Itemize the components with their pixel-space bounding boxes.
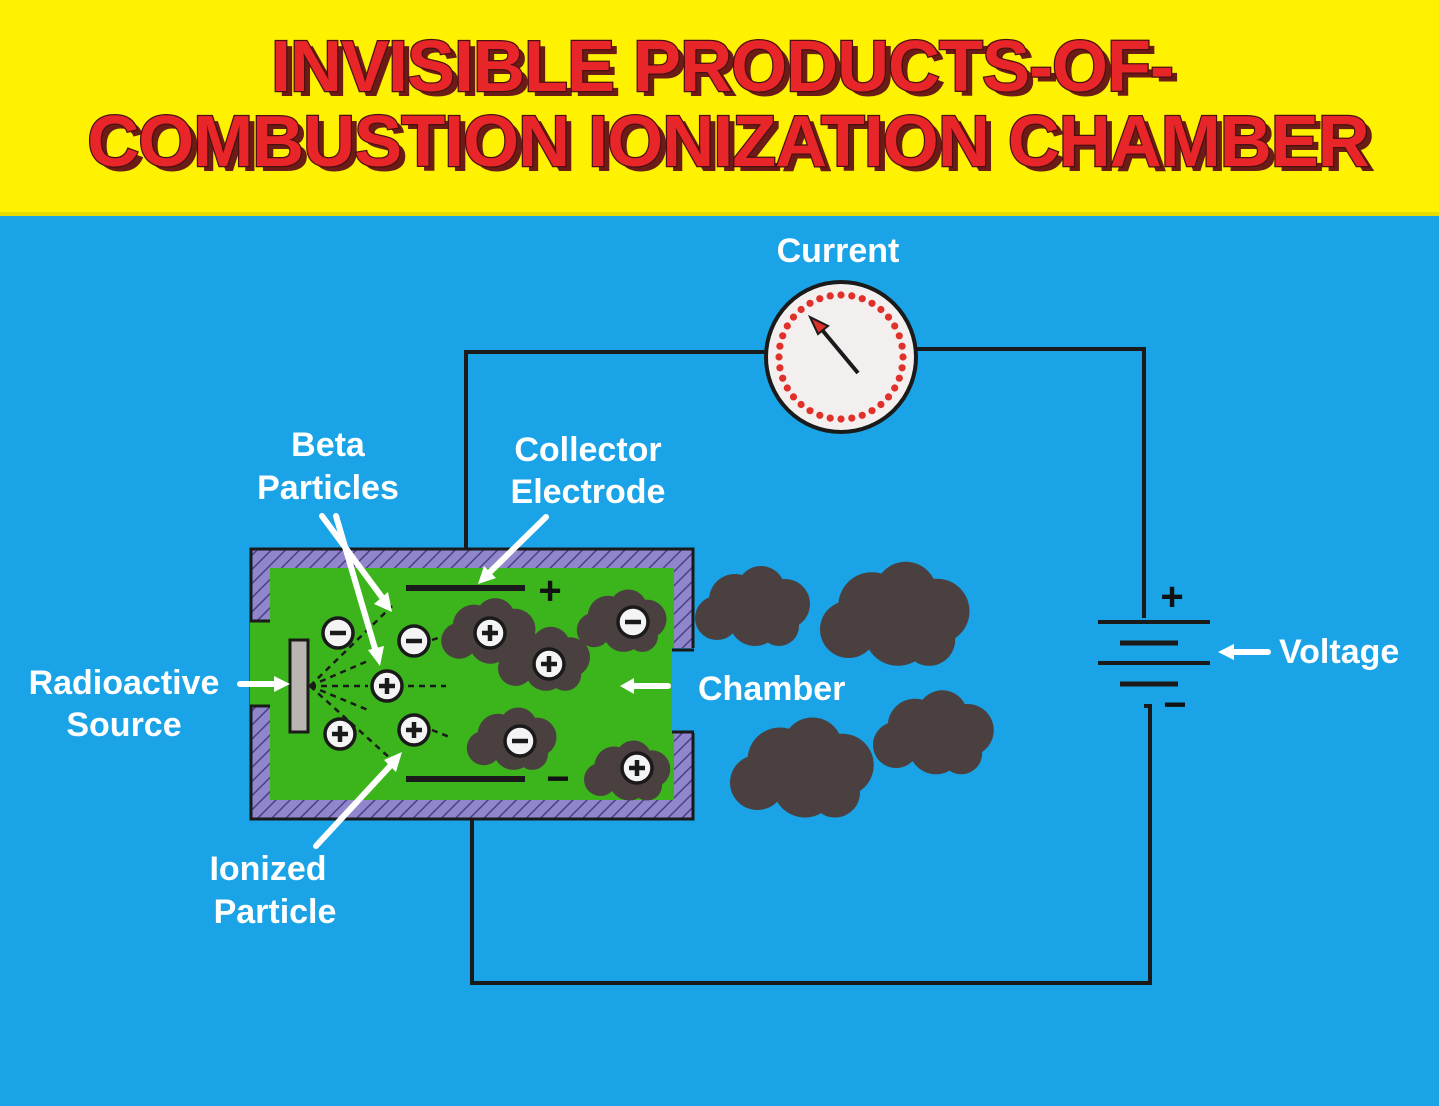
gauge-needle-tip (807, 314, 830, 336)
gauge-dots (775, 291, 907, 423)
gauge-dot (868, 407, 876, 415)
ionized-particle-label-line2: Particle (214, 893, 337, 931)
title-line-2: COMBUSTION IONIZATION CHAMBER (87, 102, 1369, 182)
gauge-dot (877, 305, 885, 314)
gauge-dot (898, 364, 906, 372)
gauge-dot (779, 332, 787, 340)
gauge-dot (884, 393, 893, 401)
gauge-dot (884, 313, 893, 321)
positive-ion-icon (370, 669, 404, 703)
voltage-label: Voltage (1279, 633, 1399, 671)
battery-plus-sign: + (1160, 575, 1183, 619)
positive-ion-icon (473, 616, 507, 650)
electrode-plus-sign: + (538, 569, 561, 613)
gauge-dot (895, 374, 903, 382)
radioactive-source-plate (288, 638, 310, 734)
gauge-needle (816, 323, 860, 375)
gauge-dot (776, 364, 784, 372)
battery-symbol (1098, 620, 1210, 687)
beta-particles-label-line2: Particles (257, 469, 399, 507)
ionized-particle-label-line1: Ionized (209, 850, 326, 888)
gauge-dot (797, 305, 805, 314)
negative-ion-icon (397, 624, 431, 658)
current-gauge (764, 280, 918, 434)
radioactive-source-label-line2: Source (66, 706, 181, 744)
title-line-1: INVISIBLE PRODUCTS-OF- (271, 27, 1173, 107)
radioactive-source-label-line1: Radioactive (29, 664, 220, 702)
chamber-right-opening (672, 648, 695, 733)
gauge-dot (877, 400, 885, 409)
current-label: Current (777, 232, 900, 270)
negative-ion-icon (616, 605, 650, 639)
gauge-dot (848, 292, 856, 300)
gauge-dot (806, 407, 814, 415)
svg-text:COMBUSTION IONIZATION CHAMBER: COMBUSTION IONIZATION CHAMBER (93, 107, 1375, 187)
negative-ion-icon (503, 724, 537, 758)
gauge-dot (789, 393, 798, 401)
gauge-face (764, 280, 918, 434)
gauge-dot (837, 415, 845, 423)
positive-ion-icon (532, 647, 566, 681)
positive-ion-icon (620, 751, 654, 785)
gauge-dot (775, 353, 783, 361)
gauge-dot (891, 322, 899, 330)
collector-electrode-label-line1: Collector (514, 431, 661, 469)
gauge-dot (789, 313, 798, 321)
gauge-dot (891, 384, 899, 392)
gauge-dot (858, 411, 866, 419)
positive-ion-icon (323, 717, 357, 751)
gauge-dot (826, 414, 834, 422)
ion-symbols (321, 605, 654, 785)
gauge-dot (806, 299, 814, 307)
chamber-left-opening (250, 620, 271, 706)
gauge-dot (848, 414, 856, 422)
svg-text:INVISIBLE PRODUCTS-OF-: INVISIBLE PRODUCTS-OF- (277, 32, 1179, 112)
gauge-dot (858, 295, 866, 303)
negative-ion-icon (321, 616, 355, 650)
gauge-dot (779, 374, 787, 382)
page-title: INVISIBLE PRODUCTS-OF- INVISIBLE PRODUCT… (86, 26, 1376, 187)
gauge-dot (776, 342, 784, 350)
title-banner (0, 0, 1439, 216)
gauge-dot (826, 292, 834, 300)
beta-particles-label-line1: Beta (291, 426, 366, 464)
gauge-dot (783, 322, 791, 330)
electrode-minus-sign: − (546, 757, 569, 801)
battery-minus-sign: − (1163, 683, 1186, 727)
gauge-dot (816, 295, 824, 303)
gauge-dot (895, 332, 903, 340)
chamber-label: Chamber (698, 670, 845, 708)
gauge-dot (837, 291, 845, 299)
label-arrows (237, 513, 1271, 849)
gauge-dot (797, 400, 805, 409)
gauge-dot (783, 384, 791, 392)
circuit-wires (464, 347, 1152, 985)
gauge-dot (816, 411, 824, 419)
positive-ion-icon (397, 713, 431, 747)
collector-electrode-label-line2: Electrode (511, 473, 666, 511)
gauge-dot (899, 353, 907, 361)
gauge-dot (868, 299, 876, 307)
gauge-dot (898, 342, 906, 350)
